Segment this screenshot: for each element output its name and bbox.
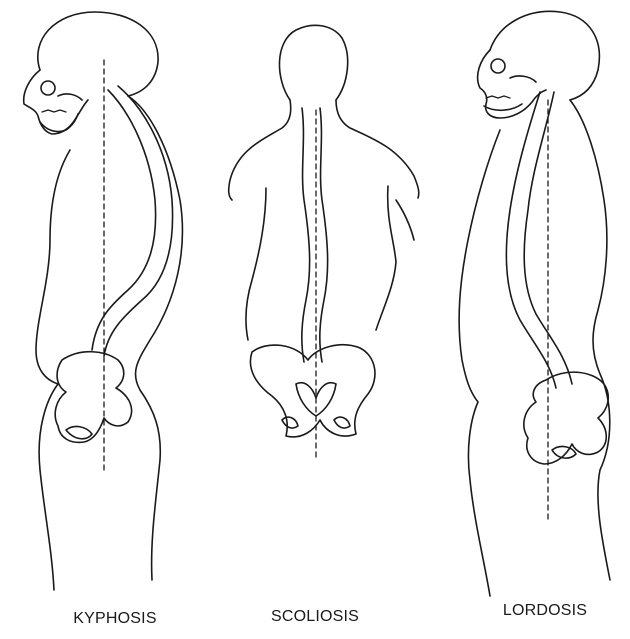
lordosis-pelvis	[524, 372, 608, 464]
kyphosis-eye-socket	[41, 81, 55, 95]
scoliosis-torso-left	[246, 188, 266, 340]
lordosis-front-outline	[459, 130, 500, 596]
scoliosis-obturator-right	[334, 417, 350, 428]
lordosis-jaw	[484, 104, 522, 110]
scoliosis-head	[279, 25, 347, 100]
kyphosis-cheekbone	[58, 94, 82, 100]
kyphosis-face	[24, 70, 88, 134]
kyphosis-front-outline	[36, 150, 70, 590]
scoliosis-shoulder-right	[336, 100, 419, 198]
scoliosis-shoulder-left	[229, 100, 291, 200]
scoliosis-figure	[229, 25, 419, 460]
lordosis-teeth	[486, 96, 510, 98]
lordosis-figure	[459, 11, 610, 596]
kyphosis-spine-back	[104, 86, 173, 356]
scoliosis-spine-left	[302, 108, 310, 362]
lordosis-skull	[490, 11, 599, 100]
scoliosis-spine-right	[320, 108, 328, 362]
lordosis-label: LORDOSIS	[475, 602, 615, 620]
kyphosis-skull	[38, 12, 158, 96]
scoliosis-label: SCOLIOSIS	[245, 608, 385, 626]
kyphosis-back-outline	[128, 96, 182, 580]
kyphosis-hip-socket	[66, 427, 92, 439]
lordosis-back-outline	[570, 100, 610, 580]
scoliosis-obturator-left	[282, 417, 298, 428]
kyphosis-label: KYPHOSIS	[45, 610, 185, 628]
lordosis-cheekbone	[510, 76, 536, 82]
lordosis-eye-socket	[491, 59, 505, 73]
scoliosis-torso-right	[376, 186, 396, 330]
kyphosis-figure	[24, 12, 183, 590]
kyphosis-teeth	[42, 110, 66, 112]
scoliosis-arm-right	[396, 200, 414, 240]
kyphosis-spine-front	[92, 90, 156, 350]
